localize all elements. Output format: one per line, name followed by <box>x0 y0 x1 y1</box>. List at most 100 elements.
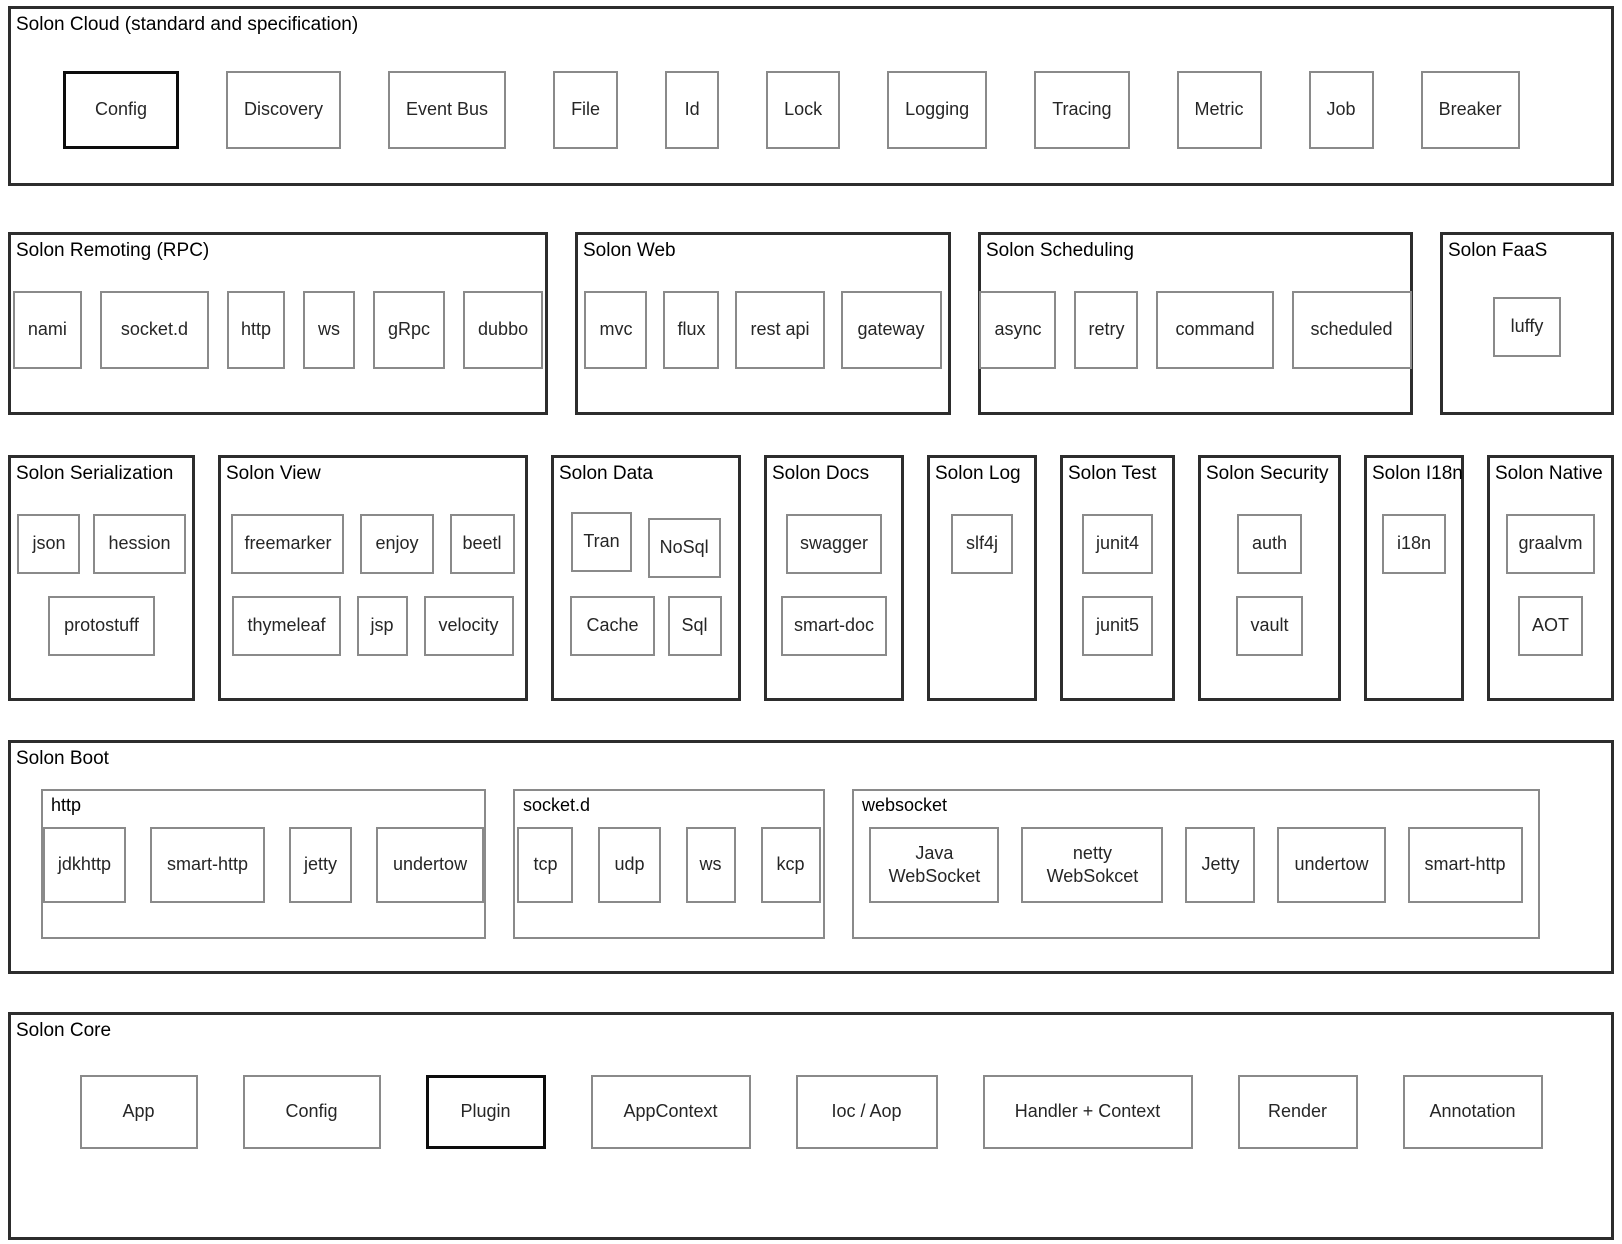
data-item-cache: Cache <box>570 596 655 656</box>
web-item-flux: flux <box>663 291 720 369</box>
data-row-1: Tran NoSql <box>554 512 738 578</box>
band-boot: Solon Boot http jdkhttp smart-http jetty… <box>8 740 1614 974</box>
docs-item-smart-doc: smart-doc <box>780 596 887 656</box>
section-solon-serialization: Solon Serialization json hession protost… <box>8 455 195 701</box>
boot-groups-row: http jdkhttp smart-http jetty undertow s… <box>41 789 1611 939</box>
boot-group-websocket: websocket Java WebSocket netty WebSokcet… <box>852 789 1540 939</box>
boot-websocket-item-smart-http: smart-http <box>1407 827 1523 903</box>
remoting-item-http: http <box>226 291 285 369</box>
section-title-native: Solon Native <box>1495 463 1603 484</box>
boot-socketd-item-udp: udp <box>598 827 661 903</box>
remoting-item-nami: nami <box>12 291 82 369</box>
faas-items-row: luffy <box>1443 297 1611 357</box>
boot-group-http: http jdkhttp smart-http jetty undertow <box>41 789 486 939</box>
view-item-beetl: beetl <box>449 514 515 574</box>
section-solon-cloud: Solon Cloud (standard and specification)… <box>8 6 1614 186</box>
cloud-item-id: Id <box>665 71 720 149</box>
boot-websocket-item-undertow: undertow <box>1277 827 1386 903</box>
section-solon-web: Solon Web mvc flux rest api gateway <box>575 232 951 415</box>
section-title-scheduling: Solon Scheduling <box>986 240 1134 261</box>
view-row-2: thymeleaf jsp velocity <box>221 596 525 656</box>
cloud-item-file: File <box>553 71 619 149</box>
scheduling-item-scheduled: scheduled <box>1291 291 1412 369</box>
cloud-item-metric: Metric <box>1176 71 1262 149</box>
boot-socketd-item-ws: ws <box>685 827 736 903</box>
boot-group-title-socketd: socket.d <box>523 795 591 815</box>
core-items-row: App Config Plugin AppContext Ioc / Aop H… <box>11 1075 1611 1149</box>
boot-group-title-websocket: websocket <box>862 795 948 815</box>
section-solon-view: Solon View freemarker enjoy beetl thymel… <box>218 455 528 701</box>
boot-websocket-item-jetty: Jetty <box>1185 827 1256 903</box>
test-row-1: junit4 <box>1063 514 1172 574</box>
scheduling-items-row: async retry command scheduled <box>979 291 1412 369</box>
boot-group-socketd: socket.d tcp udp ws kcp <box>513 789 825 939</box>
band-cloud: Solon Cloud (standard and specification)… <box>8 6 1614 186</box>
view-item-thymeleaf: thymeleaf <box>232 596 341 656</box>
section-title-view: Solon View <box>226 463 321 484</box>
boot-group-title-http: http <box>51 795 82 815</box>
section-title-docs: Solon Docs <box>772 463 870 484</box>
cloud-items-row: Config Discovery Event Bus File Id Lock … <box>11 71 1611 149</box>
section-title-faas: Solon FaaS <box>1448 240 1548 261</box>
core-item-ioc-aop: Ioc / Aop <box>795 1075 938 1149</box>
section-solon-faas: Solon FaaS luffy <box>1440 232 1614 415</box>
docs-row-2: smart-doc <box>767 596 901 656</box>
docs-item-swagger: swagger <box>785 514 883 574</box>
section-solon-docs: Solon Docs swagger smart-doc <box>764 455 904 701</box>
boot-http-item-jetty: jetty <box>289 827 353 903</box>
test-item-junit5: junit5 <box>1081 596 1154 656</box>
section-solon-native: Solon Native graalvm AOT <box>1487 455 1614 701</box>
band-remoting-web-scheduling-faas: Solon Remoting (RPC) nami socket.d http … <box>8 232 1614 415</box>
section-solon-scheduling: Solon Scheduling async retry command sch… <box>978 232 1413 415</box>
cloud-item-tracing: Tracing <box>1034 71 1130 149</box>
data-item-sql: Sql <box>667 596 722 656</box>
core-item-handler-context: Handler + Context <box>982 1075 1193 1149</box>
remoting-item-socketd: socket.d <box>99 291 209 369</box>
remoting-items-row: nami socket.d http ws gRpc dubbo <box>11 291 545 369</box>
core-item-annotation: Annotation <box>1402 1075 1543 1149</box>
view-item-freemarker: freemarker <box>231 514 345 574</box>
view-row-1: freemarker enjoy beetl <box>221 514 525 574</box>
boot-websocket-item-java-websocket: Java WebSocket <box>869 827 1000 903</box>
serialization-row-1: json hession <box>11 514 192 574</box>
section-solon-boot: Solon Boot http jdkhttp smart-http jetty… <box>8 740 1614 974</box>
scheduling-item-async: async <box>979 291 1057 369</box>
boot-socketd-item-kcp: kcp <box>760 827 821 903</box>
boot-websocket-item-netty-websokcet: netty WebSokcet <box>1021 827 1164 903</box>
section-title-cloud: Solon Cloud (standard and specification) <box>16 14 359 35</box>
cloud-item-discovery: Discovery <box>226 71 342 149</box>
cloud-item-job: Job <box>1308 71 1374 149</box>
scheduling-item-retry: retry <box>1074 291 1139 369</box>
cloud-item-breaker: Breaker <box>1420 71 1520 149</box>
section-solon-core: Solon Core App Config Plugin AppContext … <box>8 1012 1614 1240</box>
cloud-item-lock: Lock <box>766 71 841 149</box>
cloud-item-event-bus: Event Bus <box>388 71 507 149</box>
section-solon-log: Solon Log slf4j <box>927 455 1037 701</box>
native-row-1: graalvm <box>1490 514 1611 574</box>
web-items-row: mvc flux rest api gateway <box>578 291 948 369</box>
view-item-enjoy: enjoy <box>360 514 434 574</box>
core-item-appcontext: AppContext <box>590 1075 751 1149</box>
log-row-1: slf4j <box>930 514 1034 574</box>
section-title-security: Solon Security <box>1206 463 1329 484</box>
section-title-data: Solon Data <box>559 463 654 484</box>
native-item-aot: AOT <box>1517 596 1583 656</box>
section-title-web: Solon Web <box>583 240 676 261</box>
security-row-1: auth <box>1201 514 1338 574</box>
security-row-2: vault <box>1201 596 1338 656</box>
scheduling-item-command: command <box>1156 291 1274 369</box>
section-title-core: Solon Core <box>16 1020 112 1041</box>
view-item-velocity: velocity <box>423 596 514 656</box>
section-title-test: Solon Test <box>1068 463 1157 484</box>
section-solon-remoting: Solon Remoting (RPC) nami socket.d http … <box>8 232 548 415</box>
docs-row-1: swagger <box>767 514 901 574</box>
band-middle-sections: Solon Serialization json hession protost… <box>8 455 1614 701</box>
boot-http-item-smart-http: smart-http <box>149 827 265 903</box>
i18n-item-i18n: i18n <box>1381 514 1447 574</box>
security-item-auth: auth <box>1236 514 1303 574</box>
cloud-item-config: Config <box>63 71 179 149</box>
serialization-item-json: json <box>17 514 81 574</box>
boot-http-items-row: jdkhttp smart-http jetty undertow <box>42 827 485 903</box>
native-item-graalvm: graalvm <box>1506 514 1595 574</box>
